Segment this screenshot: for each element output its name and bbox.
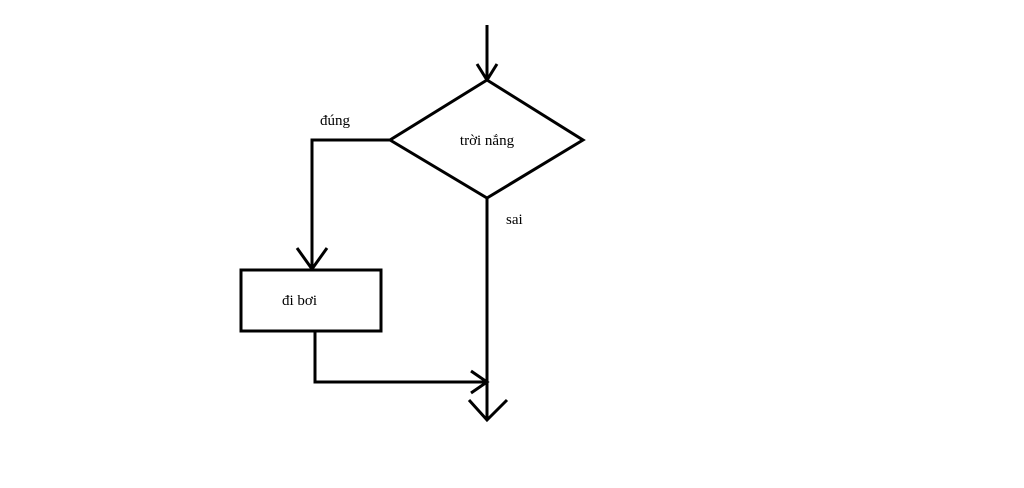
exit-connector (467, 398, 509, 423)
true-branch-line (310, 138, 390, 269)
false-branch-connector: sai (485, 198, 523, 420)
true-branch-label: đúng (320, 113, 351, 129)
merge-line (313, 331, 487, 384)
merge-connector (313, 331, 490, 395)
decision-node: trời nắng (387, 78, 586, 200)
merge-arrowhead-icon (470, 369, 490, 395)
process-box (239, 268, 383, 333)
entry-connector (475, 25, 499, 83)
true-branch-connector: đúng (295, 113, 390, 272)
exit-arrowhead-icon (467, 398, 509, 423)
process-label: đi bơi (282, 293, 317, 309)
process-node: đi bơi (239, 268, 383, 333)
decision-label: trời nắng (460, 133, 515, 149)
false-branch-label: sai (506, 212, 523, 228)
